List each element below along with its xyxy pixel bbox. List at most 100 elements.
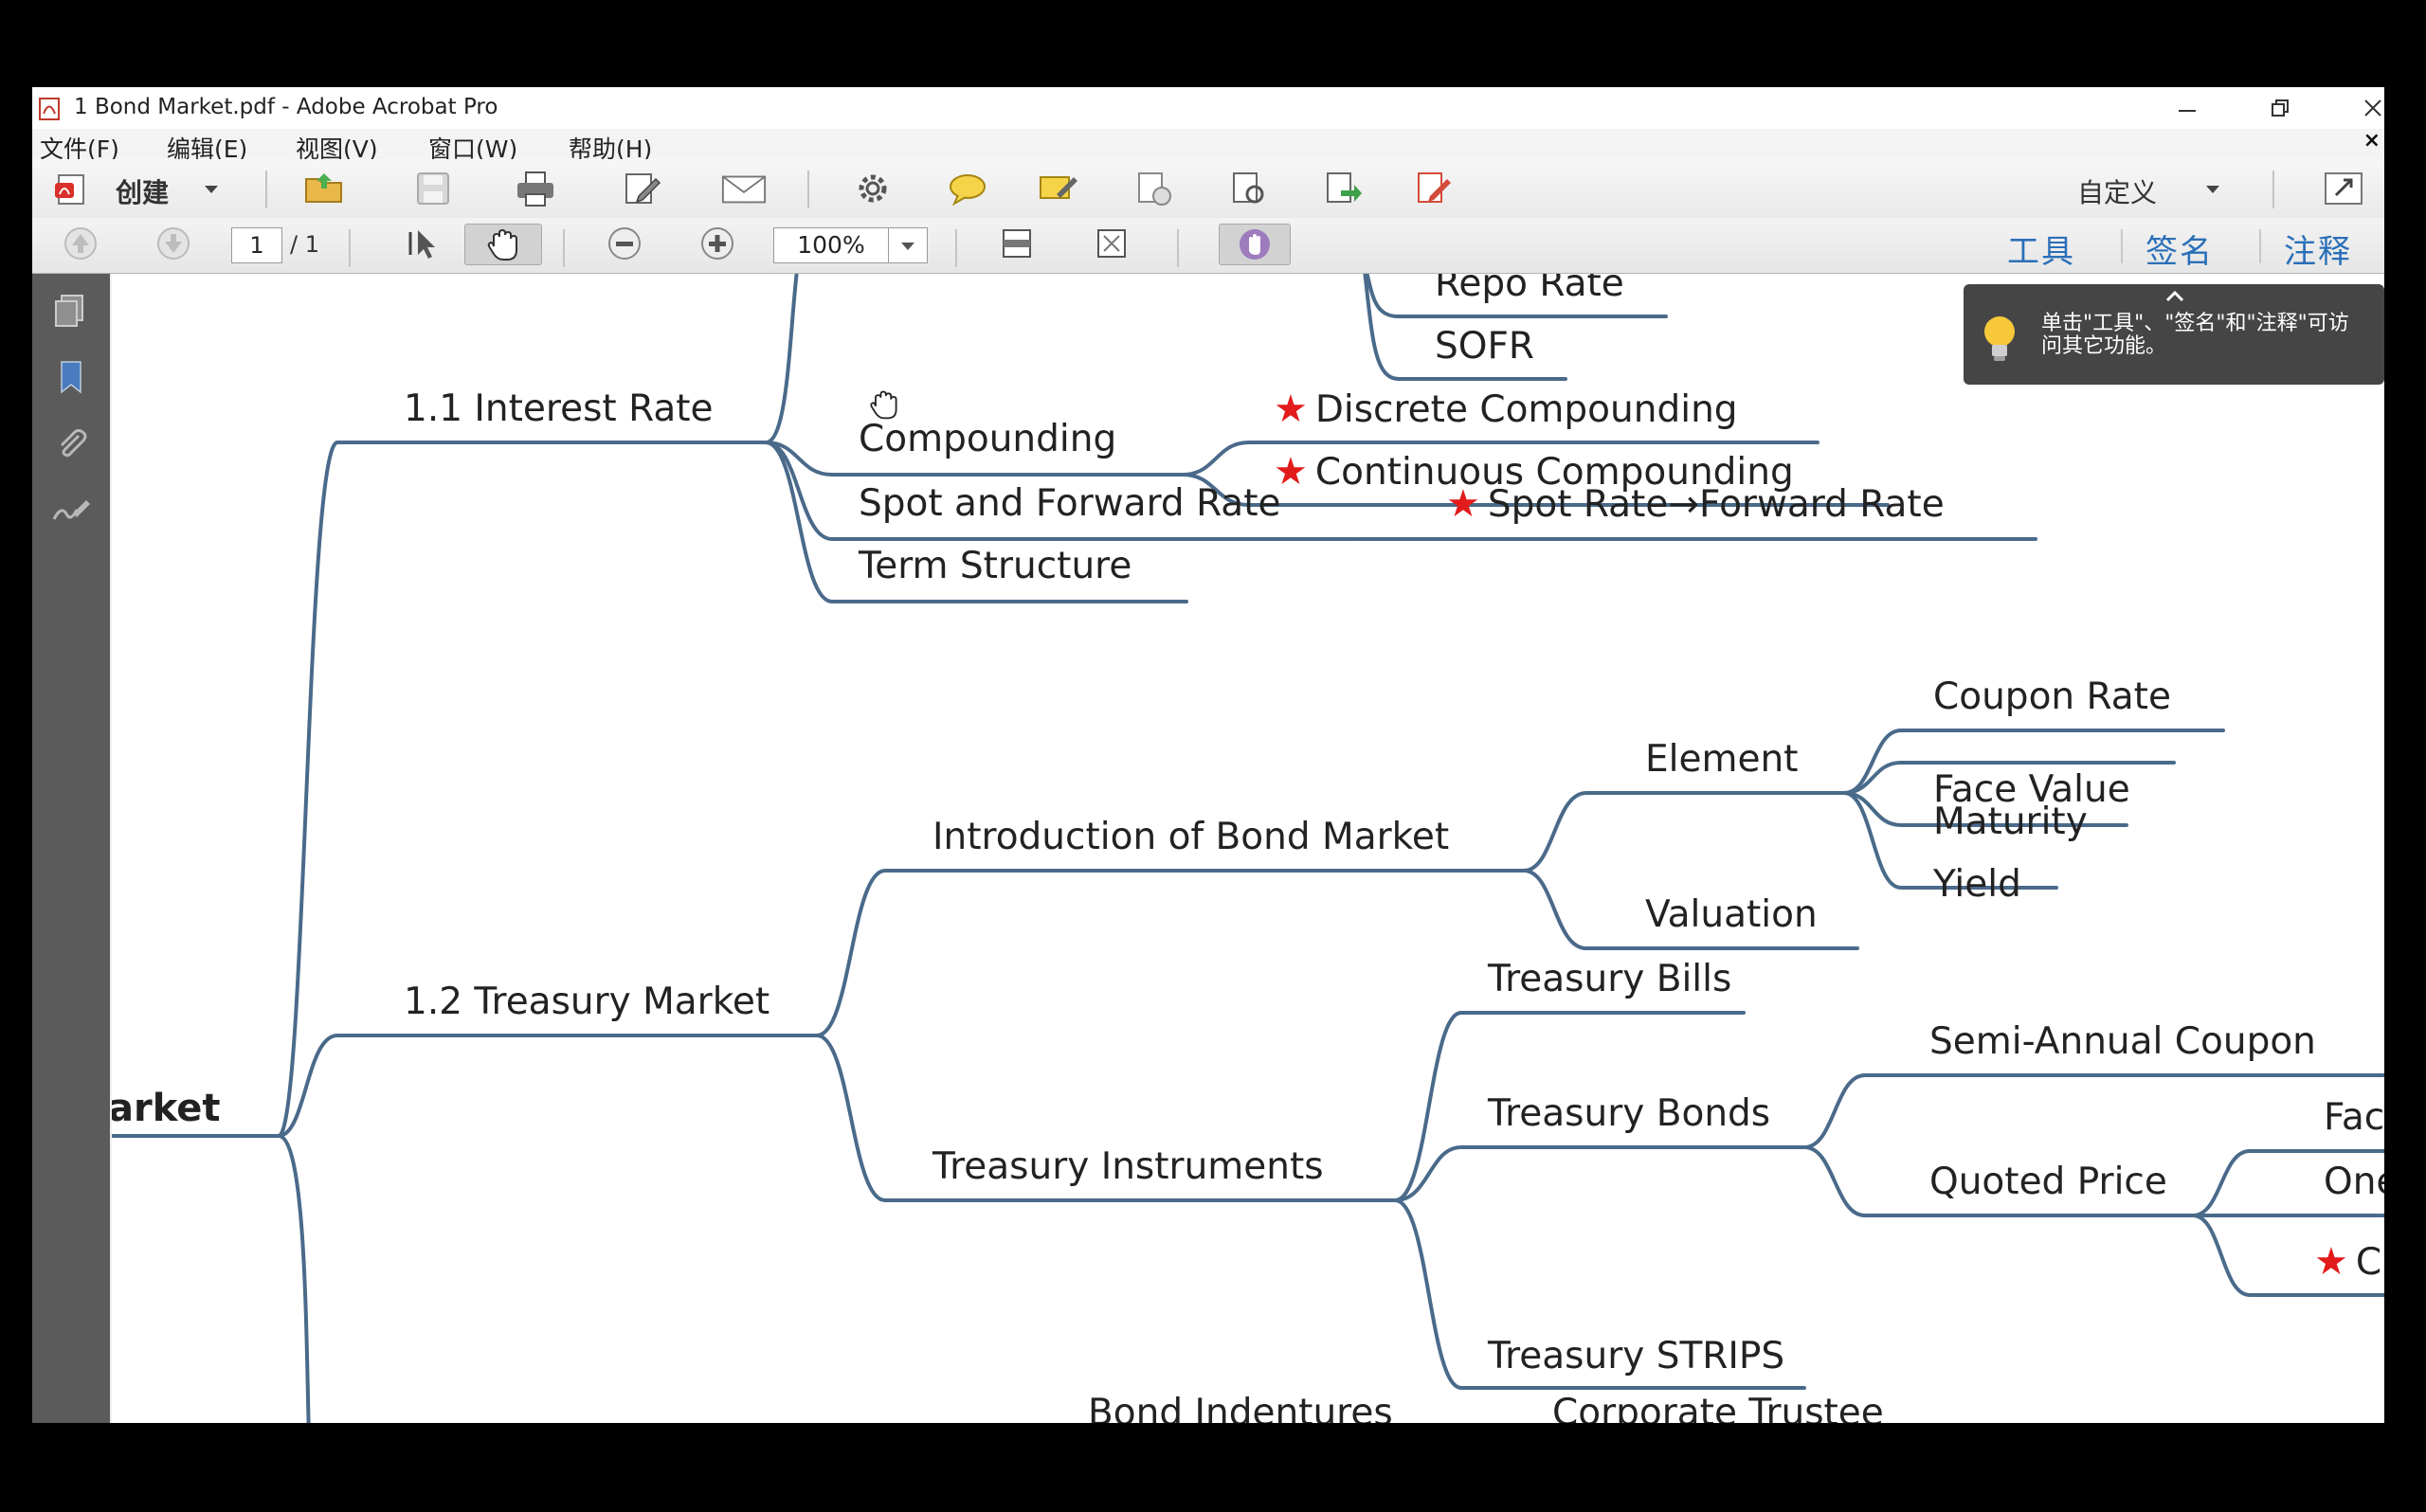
menu-file[interactable]: 文件(F) [40, 135, 119, 163]
tools-pane-link[interactable]: 工具 [2007, 233, 2075, 271]
settings-button[interactable] [849, 169, 896, 208]
node-repo-rate: Repo Rate [1435, 274, 1624, 305]
menu-view[interactable]: 视图(V) [296, 135, 378, 163]
expand-icon [2325, 172, 2363, 205]
fit-width-button[interactable] [993, 224, 1041, 263]
acrobat-window: 1 Bond Market.pdf - Adobe Acrobat Pro 文件… [32, 87, 2384, 1423]
customize-label[interactable]: 自定义 [2077, 177, 2158, 208]
document-view[interactable]: arket Repo Rate SOFR 1.1 Interest Rate C… [112, 274, 2384, 1423]
comment-button[interactable] [944, 169, 991, 208]
edit-button[interactable] [618, 169, 665, 208]
fullscreen-button[interactable] [2320, 169, 2367, 208]
star-icon: ★ [2314, 1240, 2348, 1284]
sign-button[interactable] [1410, 169, 1457, 208]
print-icon [517, 171, 553, 207]
zoom-input[interactable]: 100% [773, 227, 889, 263]
chevron-up-icon[interactable] [2164, 290, 2185, 303]
bookmark-icon [61, 361, 81, 394]
zoom-out-button[interactable] [601, 224, 648, 263]
title-bar: 1 Bond Market.pdf - Adobe Acrobat Pro [32, 87, 2384, 129]
arrow-down-icon [157, 227, 190, 260]
create-label[interactable]: 创建 [116, 177, 170, 208]
node-treasury-bonds: Treasury Bonds [1488, 1092, 1771, 1135]
bookmarks-button[interactable] [47, 355, 95, 399]
touch-mode-button[interactable] [1219, 224, 1291, 265]
restore-button[interactable] [2235, 87, 2326, 129]
close-icon [2364, 99, 2381, 117]
pdf-file-icon [39, 98, 60, 120]
root-node: arket [112, 1087, 221, 1130]
create-dropdown-icon[interactable] [205, 186, 218, 193]
menu-window[interactable]: 窗口(W) [428, 135, 518, 163]
node-interest-rate: 1.1 Interest Rate [404, 387, 714, 430]
lightbulb-icon [1984, 316, 2015, 361]
export-button[interactable] [1319, 169, 1367, 208]
open-button[interactable] [301, 169, 349, 208]
node-intro-bond-market: Introduction of Bond Market [932, 816, 1450, 858]
restore-icon [2272, 99, 2289, 117]
page-thumbnails-button[interactable] [47, 289, 95, 333]
save-icon [417, 172, 449, 205]
create-button[interactable] [49, 169, 97, 208]
fit-page-icon [1097, 229, 1126, 258]
node-treasury-instruments: Treasury Instruments [932, 1145, 1324, 1188]
attachments-button[interactable] [47, 422, 95, 465]
node-one-partial: One [2324, 1161, 2384, 1203]
create-pdf-icon [55, 174, 84, 205]
node-treasury-market: 1.2 Treasury Market [404, 981, 770, 1023]
node-treasury-strips: Treasury STRIPS [1488, 1335, 1785, 1377]
node-spot-forward: Spot and Forward Rate [859, 482, 1281, 525]
star-icon: ★ [1274, 387, 1308, 431]
customize-dropdown-icon[interactable] [2206, 186, 2219, 193]
comment-pane-link[interactable]: 注释 [2284, 233, 2352, 271]
menu-help[interactable]: 帮助(H) [569, 135, 653, 163]
hand-icon [487, 228, 517, 261]
signature-icon [52, 500, 90, 520]
zoom-in-icon [701, 227, 733, 260]
select-cursor-icon [408, 230, 435, 259]
window-title: 1 Bond Market.pdf - Adobe Acrobat Pro [74, 95, 498, 119]
paperclip-icon [60, 428, 87, 458]
zoom-in-button[interactable] [694, 224, 741, 263]
navigation-toolbar: 1 / 1 100% [32, 218, 2384, 274]
pages-icon [55, 295, 83, 327]
hand-cursor-icon [870, 390, 897, 420]
main-toolbar: 创建 [32, 159, 2384, 219]
node-treasury-bills: Treasury Bills [1488, 958, 1732, 1000]
zoom-dropdown-icon[interactable] [889, 227, 928, 263]
zoom-out-icon [608, 227, 641, 260]
prev-page-button[interactable] [57, 224, 104, 263]
star-icon: ★ [1274, 450, 1308, 494]
fit-page-button[interactable] [1088, 224, 1135, 263]
menu-edit[interactable]: 编辑(E) [167, 135, 248, 163]
review-button[interactable] [1224, 169, 1272, 208]
comment-icon [950, 174, 986, 207]
minimize-icon [2179, 110, 2196, 112]
page-number-input[interactable]: 1 [231, 227, 282, 263]
save-button[interactable] [409, 169, 457, 208]
signatures-button[interactable] [47, 488, 95, 531]
select-tool-button[interactable] [398, 224, 445, 263]
fit-width-icon [1003, 229, 1031, 258]
email-button[interactable] [720, 169, 768, 208]
node-corporate-trustee: Corporate Trustee [1552, 1392, 1884, 1423]
star-icon: ★ [1446, 482, 1480, 526]
gear-icon [859, 174, 887, 203]
share-button[interactable] [1130, 169, 1177, 208]
menubar-close-icon[interactable]: × [2363, 129, 2381, 153]
minimize-button[interactable] [2142, 87, 2233, 129]
node-quoted-price: Quoted Price [1929, 1161, 2167, 1203]
sign-pane-link[interactable]: 签名 [2145, 233, 2214, 271]
touch-hand-icon [1240, 229, 1270, 260]
print-button[interactable] [512, 169, 559, 208]
next-page-button[interactable] [150, 224, 197, 263]
node-semi-annual-coupon: Semi-Annual Coupon [1929, 1020, 2316, 1063]
close-button[interactable] [2327, 87, 2384, 129]
sign-document-icon [1418, 172, 1451, 203]
highlight-button[interactable] [1035, 169, 1082, 208]
tooltip-text: 单击"工具"、"签名"和"注释"可访问其它功能。 [2041, 312, 2349, 358]
highlight-icon [1040, 176, 1077, 199]
hand-tool-button[interactable] [464, 224, 542, 265]
node-discrete-compounding: ★Discrete Compounding [1274, 387, 1738, 431]
node-sofr: SOFR [1435, 325, 1534, 368]
